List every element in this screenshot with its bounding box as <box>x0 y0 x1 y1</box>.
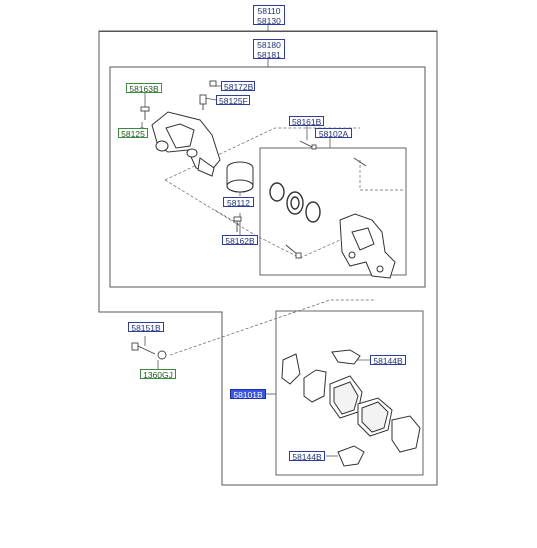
label-58110: 58110 <box>257 6 281 16</box>
label-58101B-selected[interactable]: 58101B <box>230 389 266 400</box>
piston-seals <box>269 182 321 223</box>
label-58162B[interactable]: 58162B <box>222 235 258 246</box>
label-58102A[interactable]: 58102A <box>315 128 352 139</box>
brake-pads <box>281 349 421 467</box>
caliper-frame <box>109 66 426 288</box>
label-58112[interactable]: 58112 <box>223 197 254 208</box>
label-58130: 58130 <box>257 16 281 26</box>
pad-kit-frame <box>275 310 424 476</box>
label-58180: 58180 <box>257 40 281 50</box>
label-58144B-bottom[interactable]: 58144B <box>289 451 325 462</box>
label-58181: 58181 <box>257 50 281 60</box>
caliper-bracket <box>339 213 396 279</box>
label-58125[interactable]: 58125 <box>118 128 148 139</box>
label-58161B[interactable]: 58161B <box>289 116 324 127</box>
piston <box>226 161 254 193</box>
seal-kit-frame <box>259 147 407 276</box>
label-58144B-top[interactable]: 58144B <box>370 355 406 366</box>
label-58163B[interactable]: 58163B <box>126 83 162 94</box>
label-1360GJ[interactable]: 1360GJ <box>140 369 176 380</box>
label-58180-58181[interactable]: 58180 58181 <box>253 39 285 60</box>
caliper-housing <box>151 111 221 177</box>
label-58172B[interactable]: 58172B <box>221 81 255 92</box>
label-58151B[interactable]: 58151B <box>128 322 164 333</box>
label-58110-58130[interactable]: 58110 58130 <box>253 5 285 26</box>
label-58125F[interactable]: 58125F <box>216 95 250 106</box>
outer-frame-outline <box>98 30 438 486</box>
